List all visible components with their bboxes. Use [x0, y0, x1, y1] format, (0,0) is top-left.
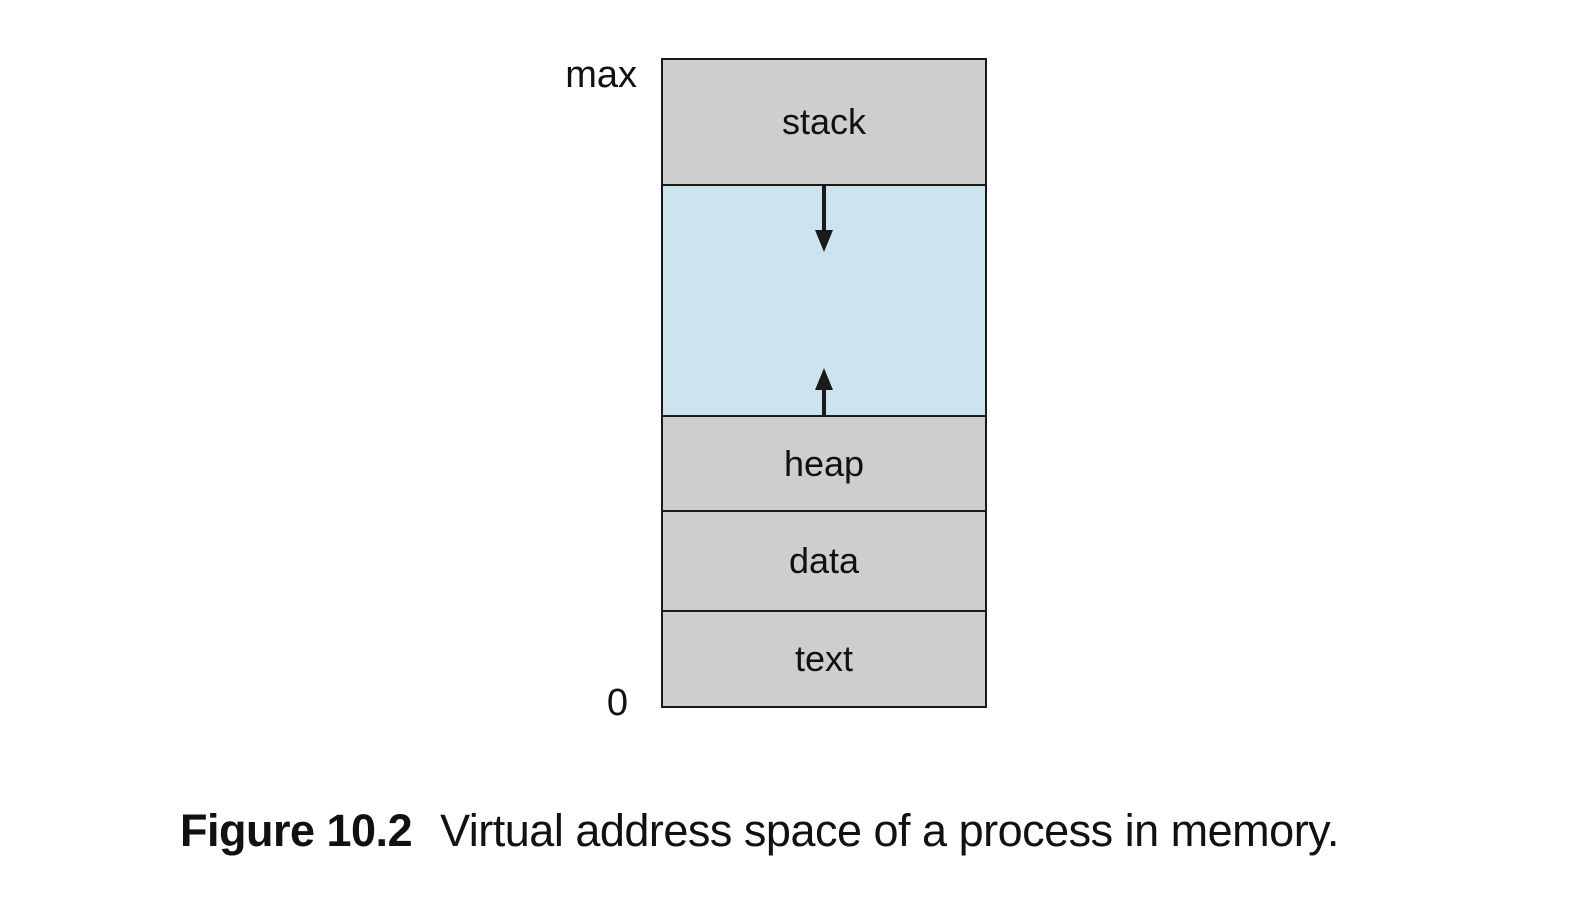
- down-arrow-icon: [815, 186, 833, 252]
- figure-caption-text: Virtual address space of a process in me…: [440, 805, 1339, 856]
- up-arrow-icon: [815, 368, 833, 415]
- stack-label: stack: [781, 101, 867, 142]
- heap-label: heap: [783, 442, 865, 484]
- virtual-address-space-box: stack heap data text: [661, 58, 987, 708]
- data-label: data: [788, 540, 860, 581]
- figure-caption-number: Figure 10.2: [180, 805, 413, 856]
- section-stack: stack: [663, 60, 985, 186]
- section-data: data: [663, 512, 985, 612]
- section-text: text: [663, 612, 985, 706]
- max-address-label: max: [565, 54, 637, 96]
- zero-address-label: 0: [606, 682, 628, 724]
- section-hole: [663, 186, 985, 417]
- figure-caption: Figure 10.2 Virtual address space of a pr…: [180, 806, 1339, 856]
- growth-arrows-graphic: [815, 186, 833, 415]
- section-heap: heap: [663, 417, 985, 512]
- text-label: text: [794, 638, 854, 679]
